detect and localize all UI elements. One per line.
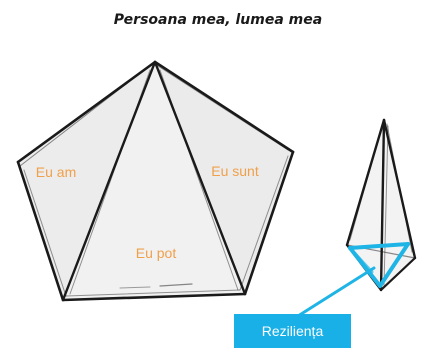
callout-label: Reziliența	[262, 323, 324, 339]
label-eu-am: Eu am	[36, 164, 76, 180]
pentagon-sketch: Eu am Eu sunt Eu pot	[16, 60, 295, 302]
callout-connector	[296, 266, 376, 318]
callout-rezilienta: Reziliența	[234, 314, 351, 348]
pyramid-sketch	[296, 118, 417, 318]
pyramid-base-highlight	[348, 242, 410, 288]
pentagon-face-left	[18, 62, 155, 300]
callout-box	[234, 314, 351, 348]
label-eu-pot: Eu pot	[136, 245, 177, 261]
pentagon-face-right	[155, 62, 293, 294]
label-eu-sunt: Eu sunt	[211, 163, 259, 179]
pentagon-edges	[16, 60, 295, 302]
diagram-title: Persoana mea, lumea mea	[114, 12, 322, 28]
